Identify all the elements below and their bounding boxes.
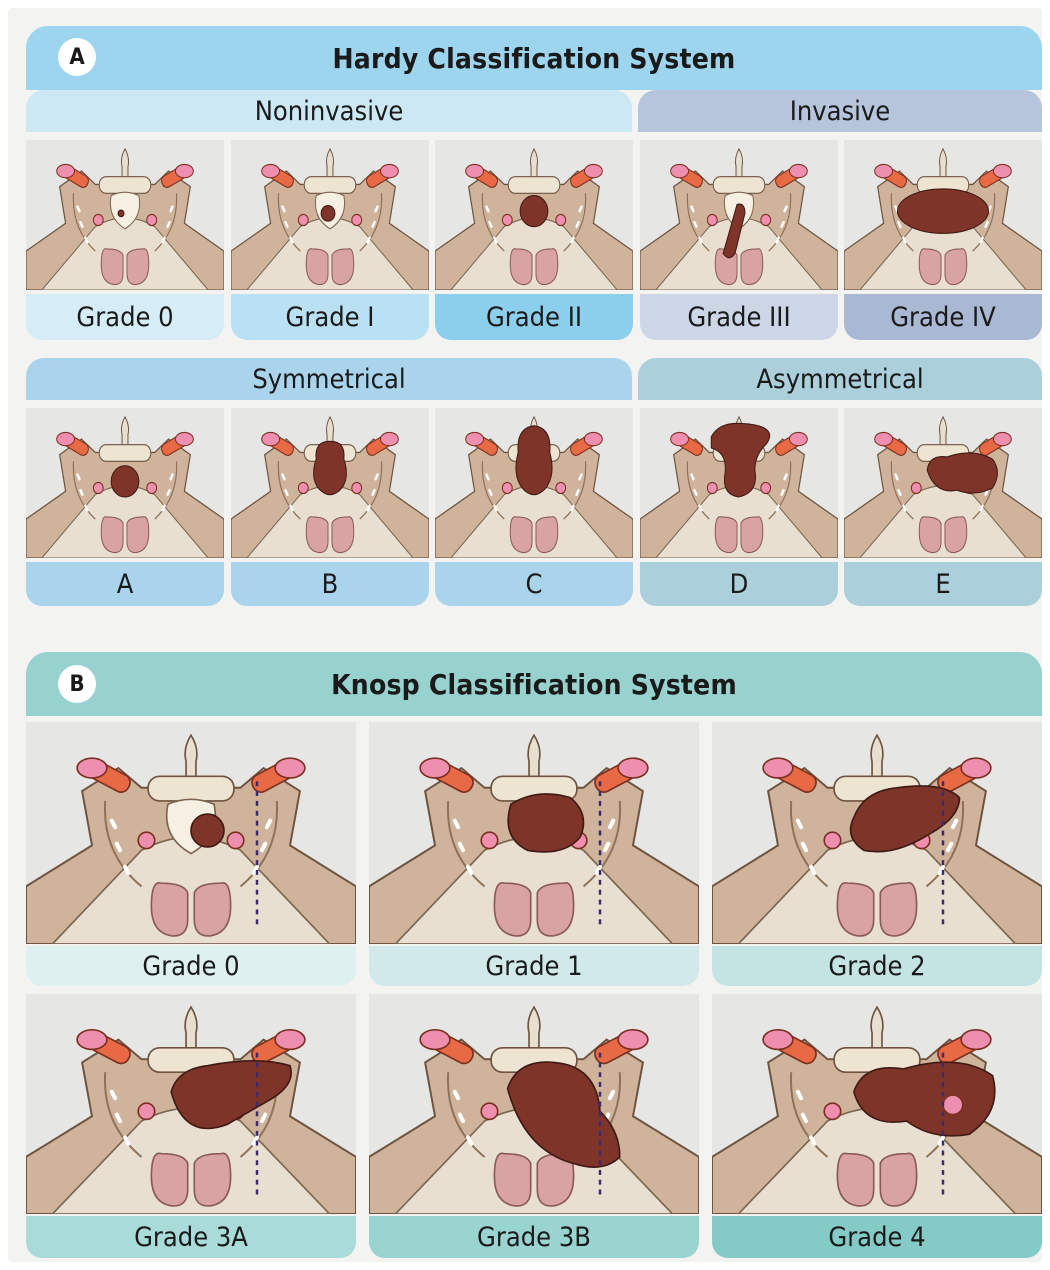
grade-3-text: Grade III [687, 302, 790, 333]
knosp-grade-3a-text: Grade 3A [134, 1222, 248, 1253]
knosp-label-grade-2: Grade 2 [712, 946, 1042, 986]
knosp-banner: Knosp Classification System [26, 652, 1042, 716]
hardy-panel-stage-a [26, 408, 224, 558]
sella-diagram [231, 408, 429, 558]
sella-diagram [640, 408, 838, 558]
grade-0-text: Grade 0 [76, 302, 173, 333]
group-noninvasive-label: Noninvasive [255, 96, 404, 127]
grade-4-text: Grade IV [890, 302, 996, 333]
hardy-panel-stage-c [435, 408, 633, 558]
stage-e-text: E [935, 569, 950, 600]
sella-diagram [26, 994, 356, 1214]
sella-diagram [844, 408, 1042, 558]
hardy-label-stage-c: C [435, 562, 633, 606]
stage-d-text: D [730, 569, 749, 600]
knosp-panel-grade-0 [26, 722, 356, 944]
hardy-panel-grade-3 [640, 140, 838, 290]
section-b-badge: B [58, 665, 96, 703]
group-noninvasive: Noninvasive [26, 90, 632, 132]
knosp-label-grade-0: Grade 0 [26, 946, 356, 986]
sella-diagram [640, 140, 838, 290]
hardy-banner: Hardy Classification System [26, 26, 1042, 90]
stage-c-text: C [526, 569, 543, 600]
stage-b-text: B [322, 569, 339, 600]
section-a-badge-letter: A [69, 45, 84, 70]
sella-diagram [435, 408, 633, 558]
hardy-label-grade-1: Grade I [231, 294, 429, 340]
hardy-panel-grade-0 [26, 140, 224, 290]
sella-diagram [26, 140, 224, 290]
hardy-label-grade-4: Grade IV [844, 294, 1042, 340]
sella-diagram [844, 140, 1042, 290]
knosp-panel-grade-3a [26, 994, 356, 1214]
hardy-panel-grade-1 [231, 140, 429, 290]
group-symmetrical-label: Symmetrical [252, 364, 405, 395]
sella-diagram [26, 722, 356, 944]
hardy-label-stage-a: A [26, 562, 224, 606]
knosp-panel-grade-4 [712, 994, 1042, 1214]
sella-diagram [369, 994, 699, 1214]
group-asymmetrical: Asymmetrical [638, 358, 1042, 400]
grade-2-text: Grade II [486, 302, 582, 333]
knosp-panel-grade-2 [712, 722, 1042, 944]
hardy-panel-stage-e [844, 408, 1042, 558]
knosp-label-grade-4: Grade 4 [712, 1216, 1042, 1258]
sella-diagram [231, 140, 429, 290]
group-invasive-label: Invasive [790, 96, 891, 127]
knosp-grade-1-text: Grade 1 [485, 951, 582, 982]
hardy-panel-grade-2 [435, 140, 633, 290]
knosp-grade-0-text: Grade 0 [142, 951, 239, 982]
group-symmetrical: Symmetrical [26, 358, 632, 400]
hardy-panel-stage-b [231, 408, 429, 558]
knosp-grade-3b-text: Grade 3B [477, 1222, 591, 1253]
knosp-label-grade-1: Grade 1 [369, 946, 699, 986]
knosp-grade-2-text: Grade 2 [828, 951, 925, 982]
sella-diagram [712, 722, 1042, 944]
group-asymmetrical-label: Asymmetrical [756, 364, 923, 395]
knosp-panel-grade-1 [369, 722, 699, 944]
hardy-label-stage-e: E [844, 562, 1042, 606]
knosp-title: Knosp Classification System [331, 668, 737, 701]
knosp-grade-4-text: Grade 4 [828, 1222, 925, 1253]
sella-diagram [369, 722, 699, 944]
hardy-label-grade-0: Grade 0 [26, 294, 224, 340]
grade-1-text: Grade I [286, 302, 375, 333]
knosp-label-grade-3a: Grade 3A [26, 1216, 356, 1258]
sella-diagram [26, 408, 224, 558]
hardy-label-stage-d: D [640, 562, 838, 606]
group-invasive: Invasive [638, 90, 1042, 132]
stage-a-text: A [117, 569, 134, 600]
hardy-label-stage-b: B [231, 562, 429, 606]
hardy-panel-stage-d [640, 408, 838, 558]
sella-diagram [435, 140, 633, 290]
hardy-label-grade-3: Grade III [640, 294, 838, 340]
section-b-badge-letter: B [69, 672, 84, 697]
hardy-label-grade-2: Grade II [435, 294, 633, 340]
hardy-panel-grade-4 [844, 140, 1042, 290]
knosp-label-grade-3b: Grade 3B [369, 1216, 699, 1258]
hardy-title: Hardy Classification System [333, 42, 736, 75]
sella-diagram [712, 994, 1042, 1214]
knosp-panel-grade-3b [369, 994, 699, 1214]
section-a-badge: A [58, 38, 96, 76]
